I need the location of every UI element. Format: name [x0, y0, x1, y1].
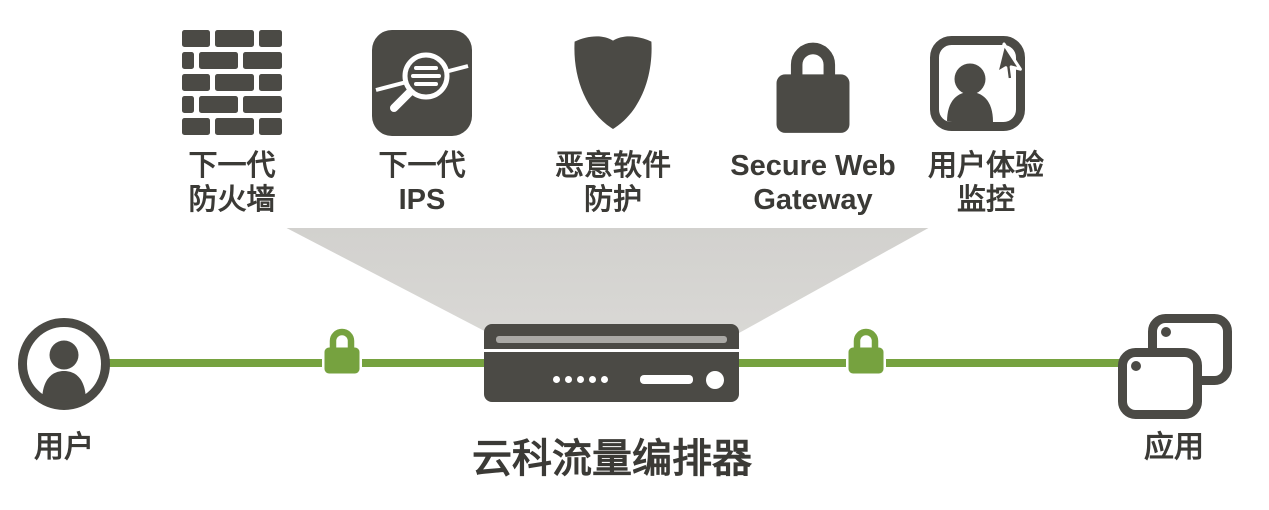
service-ux-monitoring: 用户体验 监控	[896, 26, 1076, 217]
service-funnel	[286, 228, 929, 334]
service-label: Secure Web Gateway	[730, 150, 896, 217]
service-label: 下一代 防火墙	[188, 150, 276, 217]
user-monitor-icon	[928, 26, 1044, 136]
appliance-led-dots	[553, 376, 608, 383]
ips-magnifier-icon	[372, 26, 472, 136]
appliance-drive-slot	[640, 375, 693, 384]
orchestrator-label: 云科流量编排器	[472, 437, 752, 481]
service-ngips: 下一代 IPS	[332, 26, 512, 217]
user-icon	[16, 316, 112, 412]
app-label: 应用	[1144, 431, 1204, 464]
service-ngfw: 下一代 防火墙	[142, 26, 322, 217]
appliance-chassis-seam	[484, 349, 739, 352]
service-label: 下一代 IPS	[378, 150, 466, 217]
service-malware-protection: 恶意软件 防护	[523, 26, 703, 217]
service-label: 恶意软件 防护	[554, 150, 671, 217]
firewall-icon	[182, 26, 282, 136]
lock-icon	[765, 26, 861, 136]
shield-icon	[565, 26, 661, 136]
service-label: 用户体验 监控	[927, 150, 1044, 217]
orchestrator-appliance	[484, 324, 739, 402]
applications-icon	[1118, 314, 1232, 420]
appliance-vent-stripe	[496, 336, 727, 343]
service-swg: Secure Web Gateway	[723, 26, 903, 217]
green-lock-icon-right	[845, 324, 887, 377]
appliance-power-button	[706, 371, 724, 389]
green-lock-icon-left	[321, 324, 363, 377]
user-label: 用户	[34, 431, 94, 464]
